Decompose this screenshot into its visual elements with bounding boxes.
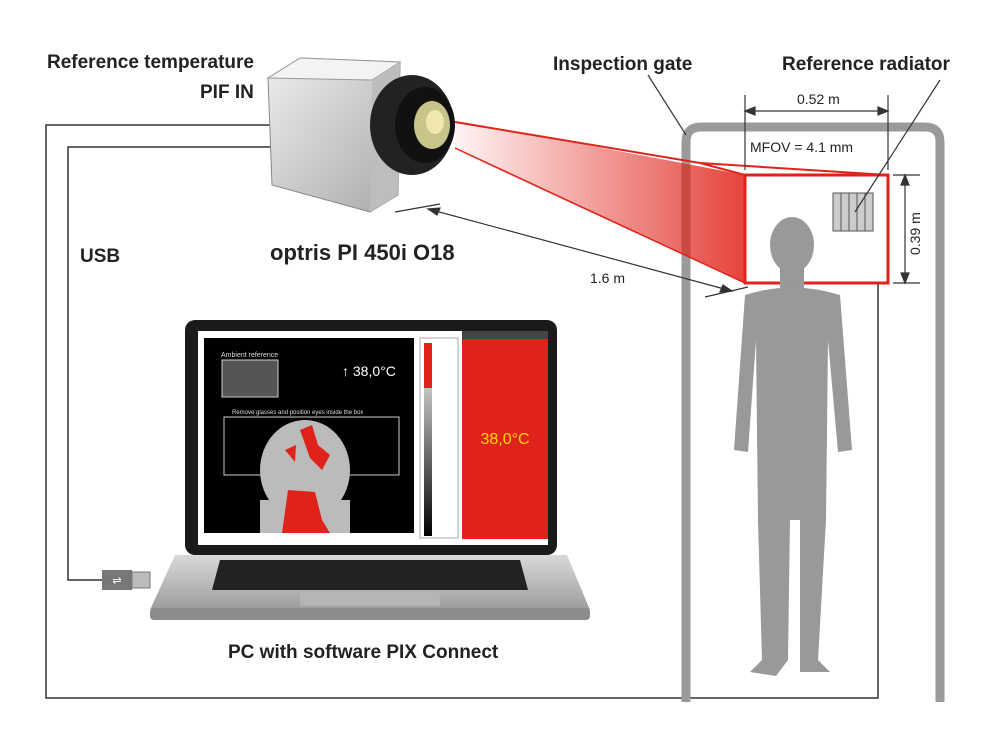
distance-label: 1.6 m [590,270,625,286]
inspection-gate-label: Inspection gate [553,54,692,75]
width-label: 0.52 m [797,91,840,107]
overlay-temp-text: ↑ 38,0°C [342,363,396,379]
svg-text:⇌: ⇌ [112,575,121,587]
person-silhouette [734,217,852,676]
pc-label: PC with software PIX Connect [228,642,499,663]
usb-cable [67,146,272,581]
pif-cable [45,124,879,699]
height-dimension [893,173,920,285]
pif-in-label: PIF IN [200,82,254,103]
height-label: 0.39 m [907,212,923,255]
measurement-beam [455,120,745,283]
ambient-reference-text: Ambient reference [221,352,278,359]
max-temp-panel [462,339,548,539]
inspection-gate [681,122,945,702]
reference-radiator-label: Reference radiator [782,54,951,75]
mfov-label: MFOV = 4.1 mm [750,139,853,155]
thermal-camera [266,57,455,213]
camera-model-label: optris PI 450i O18 [270,240,455,265]
width-dimension [743,95,890,170]
face-thermal [260,420,350,520]
instruction-text: Remove glasses and position eyes inside … [232,410,363,416]
reference-radiator [832,192,874,232]
usb-plug-icon: ⇌ [102,570,151,590]
usb-label: USB [80,246,120,267]
measured-temp-text: 38,0°C [480,431,529,448]
laptop-screen [198,331,548,545]
color-scale [424,343,432,536]
reference-temperature-label: Reference temperature [47,52,254,73]
distance-dimension [394,203,749,298]
